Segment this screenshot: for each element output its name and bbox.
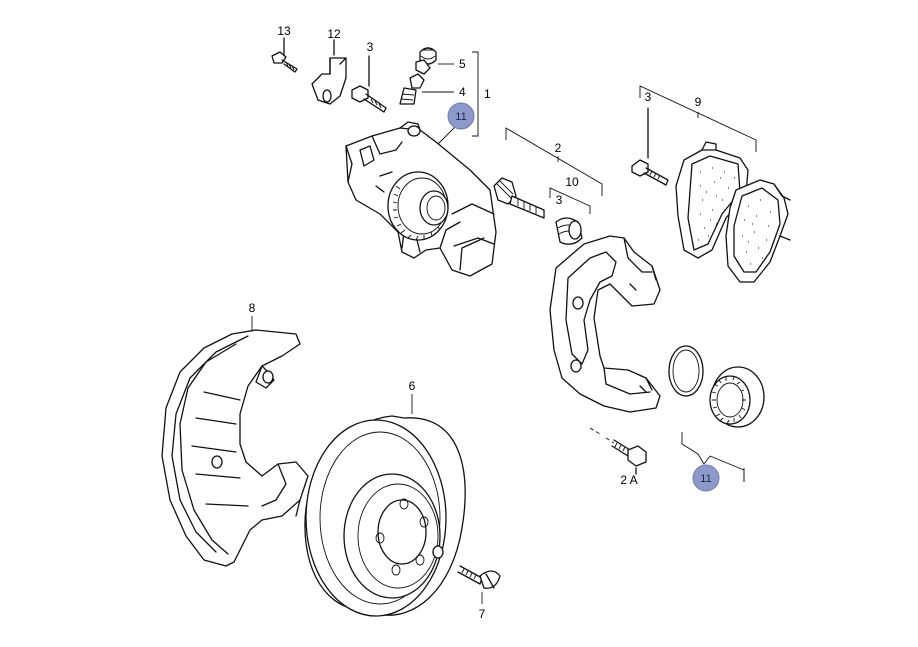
callout-7: 7 bbox=[479, 607, 486, 621]
part-4-bleed-valve[interactable] bbox=[399, 73, 454, 105]
callout-9: 9 bbox=[695, 95, 702, 109]
part-12-bracket[interactable] bbox=[311, 39, 347, 105]
callout-8: 8 bbox=[249, 301, 256, 315]
group-bracket-2 bbox=[505, 127, 603, 196]
badge-11-top[interactable]: 11 bbox=[437, 102, 475, 145]
callout-4: 4 bbox=[459, 85, 466, 99]
part-3-guide-bolt-top[interactable] bbox=[351, 55, 387, 113]
part-2-guide-pin[interactable] bbox=[493, 177, 545, 219]
callout-1: 1 bbox=[484, 87, 491, 101]
callout-10: 10 bbox=[565, 175, 579, 189]
part-9-brake-pad-inner[interactable] bbox=[675, 141, 749, 259]
part-6-brake-disc[interactable] bbox=[304, 415, 466, 617]
callout-12: 12 bbox=[327, 27, 341, 41]
part-13-bolt[interactable] bbox=[271, 37, 298, 73]
part-10-guide-boot[interactable] bbox=[555, 217, 583, 245]
svg-text:11: 11 bbox=[455, 111, 466, 123]
group-bracket-10 bbox=[549, 187, 591, 214]
callout-5: 5 bbox=[459, 57, 466, 71]
callout-3-boot: 3 bbox=[556, 193, 563, 207]
callout-2: 2 bbox=[555, 141, 562, 155]
part-3-pad-bolt[interactable] bbox=[631, 107, 669, 186]
callout-3-top: 3 bbox=[367, 40, 374, 54]
callout-6: 6 bbox=[409, 379, 416, 393]
callout-3-pad-bolt: 3 bbox=[645, 90, 652, 104]
brake-caliper[interactable] bbox=[345, 121, 497, 277]
part-8-splash-shield[interactable] bbox=[161, 329, 309, 567]
group-bracket-1 bbox=[472, 51, 479, 137]
badge-11-bottom[interactable]: 11 bbox=[692, 464, 720, 492]
part-2a-carrier-bolt[interactable] bbox=[589, 427, 647, 475]
callout-13: 13 bbox=[277, 24, 291, 38]
callout-2a: 2 A bbox=[620, 473, 637, 487]
part-5-dust-cap[interactable] bbox=[415, 47, 454, 75]
caliper-carrier-bracket[interactable] bbox=[549, 235, 661, 413]
svg-text:11: 11 bbox=[700, 473, 711, 485]
part-7-disc-screw[interactable] bbox=[457, 565, 501, 604]
part-11-dust-boot[interactable] bbox=[709, 366, 765, 428]
part-9-brake-pad-outer[interactable] bbox=[725, 179, 791, 283]
part-11-piston-seal[interactable] bbox=[668, 345, 704, 397]
